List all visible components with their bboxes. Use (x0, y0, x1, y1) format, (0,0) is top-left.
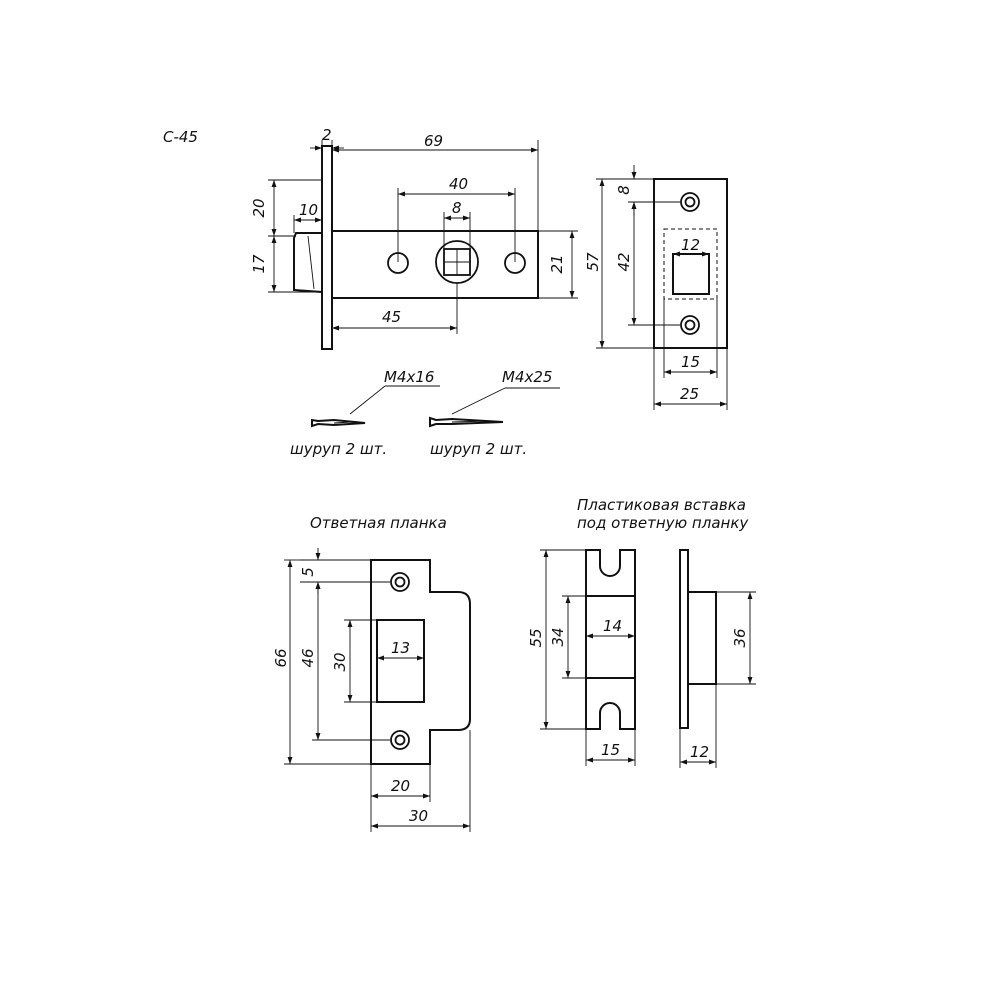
strike-plate-view: Ответная планка 5 66 46 30 13 (272, 514, 471, 832)
dim-insert-width: 15 (601, 741, 620, 759)
dim-front-height: 57 (584, 252, 602, 272)
insert-side-flange (679, 549, 689, 729)
dim-strike-height: 66 (272, 648, 290, 667)
dim-tongue-height: 17 (250, 254, 268, 274)
insert-inner-pocket (585, 595, 636, 679)
dim-plate-thickness: 2 (322, 126, 332, 144)
screw-long-size: M4x25 (502, 368, 552, 386)
dim-front-hole-offset: 8 (615, 185, 633, 195)
dim-insert-inner-width: 14 (603, 617, 622, 635)
insert-title-line1: Пластиковая вставка (577, 496, 746, 514)
front-dashed-outline (663, 228, 718, 300)
model-label: C-45 (163, 128, 198, 146)
dim-top-offset: 20 (250, 198, 268, 217)
dim-insert-side-height: 36 (731, 628, 749, 647)
latch-tongue (293, 232, 323, 294)
dim-total-length: 69 (424, 132, 443, 150)
dim-front-hole-spacing: 42 (615, 252, 633, 271)
dim-strike-slot-height: 30 (331, 652, 349, 671)
dim-strike-slot-width: 13 (391, 639, 410, 657)
dim-insert-height: 55 (527, 628, 545, 647)
dim-square-size: 8 (452, 199, 462, 217)
insert-title-line2: под ответную планку (577, 514, 749, 532)
screw-short-size: M4x16 (384, 368, 434, 386)
dim-strike-inner-width: 20 (391, 777, 410, 795)
insert-view: Пластиковая вставка под ответную планку … (527, 496, 756, 768)
latch-front-view: 8 57 42 12 15 25 (584, 165, 728, 410)
dim-front-width: 25 (680, 385, 699, 403)
dim-strike-top: 5 (299, 567, 317, 577)
dim-front-inner: 15 (681, 353, 700, 371)
screw-m4x16: M4x16 шуруп 2 шт. (290, 368, 440, 458)
strike-slot (376, 619, 425, 703)
screw-m4x25: M4x25 шуруп 2 шт. (429, 368, 560, 458)
latch-side-view: 2 69 40 8 20 10 17 21 (250, 126, 578, 350)
strike-plate-title: Ответная планка (310, 514, 447, 532)
latch-body (331, 230, 539, 299)
dim-front-slot: 12 (681, 236, 700, 254)
dim-body-height: 21 (548, 254, 566, 273)
dim-strike-width: 30 (409, 807, 428, 825)
screw-short-caption: шуруп 2 шт. (290, 440, 387, 458)
dim-backset: 45 (382, 308, 401, 326)
insert-side-body (687, 591, 717, 685)
dim-hole-spacing: 40 (449, 175, 468, 193)
front-slot (672, 253, 710, 295)
screw-long-caption: шуруп 2 шт. (430, 440, 527, 458)
dim-tongue-projection: 10 (299, 201, 318, 219)
dim-insert-side-width: 12 (690, 743, 709, 761)
dim-insert-inner-height: 34 (549, 627, 567, 646)
dim-strike-spacing: 46 (299, 648, 317, 667)
latch-front-plate (321, 145, 333, 350)
